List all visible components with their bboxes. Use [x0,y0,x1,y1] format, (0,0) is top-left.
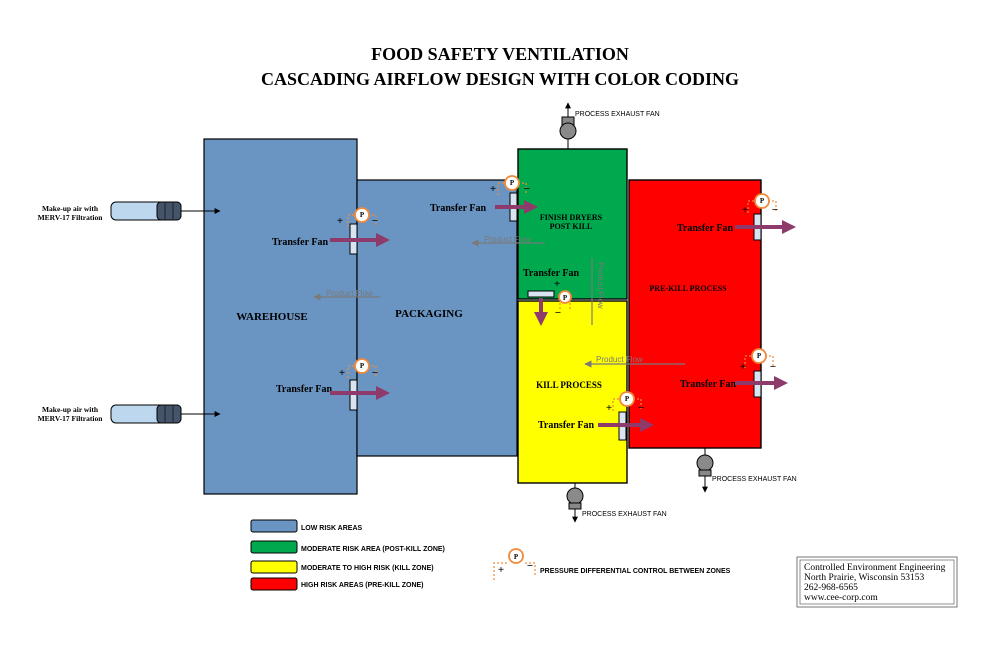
product-flow-label: Product Flow [326,289,373,298]
svg-text:−: − [638,402,644,414]
transfer-fan-1: Transfer Fan P + − [272,207,390,255]
svg-text:−: − [772,204,778,216]
makeup-air-label: MERV-17 Filtration [38,213,104,222]
svg-text:+: + [339,367,345,379]
company-city: North Prairie, Wisconsin 53153 [804,573,925,583]
packaging-zone [356,179,518,457]
svg-text:−: − [555,307,561,319]
transfer-fan-2: Transfer Fan P + − [276,358,390,411]
title-line1: FOOD SAFETY VENTILATION [371,44,629,64]
transfer-fan-5: Transfer Fan P + − [538,391,654,441]
legend-low: LOW RISK AREAS [301,525,363,532]
transfer-fan-label: Transfer Fan [276,384,332,395]
transfer-fan-6: Transfer Fan P + − [677,193,796,241]
pre-kill-label: PRE-KILL PROCESS [649,284,727,293]
pressure-legend-label: PRESSURE DIFFERENTIAL CONTROL BETWEEN ZO… [540,568,731,575]
svg-text:P: P [757,352,762,360]
legend-mod-high: MODERATE TO HIGH RISK (KILL ZONE) [301,565,434,572]
svg-text:P: P [563,294,568,302]
legend-swatch-low [250,519,298,533]
svg-text:−: − [770,361,776,373]
finish-dryers-label: FINISH DRYERS [540,213,603,222]
title-line2: CASCADING AIRFLOW DESIGN WITH COLOR CODI… [261,69,739,89]
product-flow-label: Product Flow [484,235,531,244]
exhaust-fan-label: PROCESS EXHAUST FAN [712,476,797,483]
svg-text:P: P [760,197,765,205]
legend-moderate: MODERATE RISK AREA (POST-KILL ZONE) [301,546,445,553]
makeup-air-unit-2: Make-up air with MERV-17 Filtration [38,404,221,424]
transfer-fan-7: Transfer Fan P + − [680,348,788,398]
legend: LOW RISK AREAS MODERATE RISK AREA (POST-… [250,519,445,591]
makeup-air-label: Make-up air with [42,405,99,414]
exhaust-fan-icon [566,487,584,505]
legend-swatch-high [250,577,298,591]
product-flow-label: Product Flow [596,262,605,309]
exhaust-fan-icon [559,116,577,140]
pre-kill-zone [628,179,762,449]
svg-text:P: P [514,553,519,561]
pressure-legend: P + − PRESSURE DIFFERENTIAL CONTROL BETW… [493,548,731,580]
transfer-fan-label: Transfer Fan [538,420,594,431]
exhaust-fan-label: PROCESS EXHAUST FAN [582,511,667,518]
pressure-sensor-icon [558,290,572,304]
transfer-fan-label: Transfer Fan [523,268,579,279]
svg-text:−: − [372,215,378,227]
transfer-fan-4: Transfer Fan P + − [523,268,579,326]
transfer-fan-label: Transfer Fan [272,237,328,248]
warehouse-label: WAREHOUSE [236,311,308,323]
transfer-fan-label: Transfer Fan [430,203,486,214]
svg-text:P: P [625,395,630,403]
svg-text:−: − [524,183,530,195]
company-name: Controlled Environment Engineering [804,563,946,573]
pressure-sensor-icon [508,548,524,564]
transfer-fan-3: Transfer Fan P + − [430,175,538,222]
svg-text:+: + [490,183,496,195]
makeup-air-label: Make-up air with [42,204,99,213]
transfer-fan-label: Transfer Fan [680,379,736,390]
svg-text:+: + [606,402,612,414]
company-web: www.cee-corp.com [804,593,878,603]
svg-text:P: P [360,211,365,219]
exhaust-fan-prekill: PROCESS EXHAUST FAN [696,448,797,493]
svg-text:+: + [740,361,746,373]
svg-text:+: + [554,278,560,290]
svg-text:−: − [527,560,533,572]
finish-dryers-zone [517,148,628,300]
svg-text:P: P [360,362,365,370]
exhaust-fan-label: PROCESS EXHAUST FAN [575,111,660,118]
kill-process-label: KILL PROCESS [536,380,602,390]
company-phone: 262-968-6565 [804,583,858,593]
makeup-air-label: MERV-17 Filtration [38,414,104,423]
product-flow-label: Product Flow [596,355,643,364]
svg-text:+: + [337,215,343,227]
svg-text:−: − [372,367,378,379]
company-box: Controlled Environment Engineering North… [796,556,958,608]
legend-swatch-moderate [250,540,298,554]
legend-high: HIGH RISK AREAS (PRE-KILL ZONE) [301,582,424,589]
transfer-fan-label: Transfer Fan [677,223,733,234]
kill-process-zone [517,300,628,484]
exhaust-fan-top: PROCESS EXHAUST FAN [559,102,660,149]
legend-swatch-mod-high [250,560,298,574]
exhaust-fan-kill: PROCESS EXHAUST FAN [566,483,667,523]
svg-text:+: + [742,204,748,216]
makeup-air-unit-1: Make-up air with MERV-17 Filtration [38,201,221,222]
svg-text:P: P [510,179,515,187]
svg-text:+: + [498,564,504,576]
packaging-label: PACKAGING [395,308,463,320]
post-kill-label: POST KILL [550,222,593,231]
exhaust-fan-icon [696,454,714,472]
warehouse-zone [203,138,358,495]
